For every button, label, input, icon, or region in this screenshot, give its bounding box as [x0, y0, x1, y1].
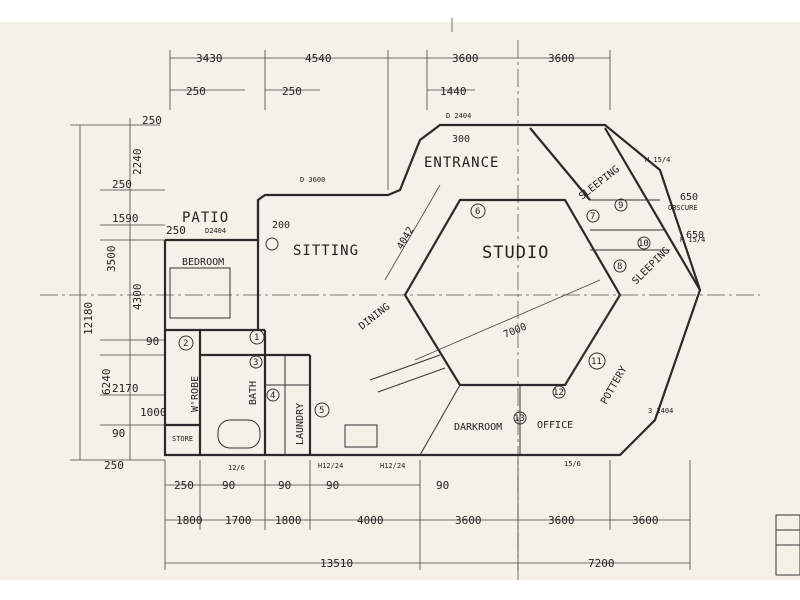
room-label-studio: STUDIO	[482, 243, 549, 263]
room-number-10: 10	[638, 239, 649, 249]
dim-bottom-90-b: 90	[278, 479, 291, 492]
room-label-store: STORE	[172, 435, 193, 443]
interior-walls	[165, 237, 446, 455]
dim-top-3430: 3430	[196, 52, 223, 65]
room-number-1: 1	[254, 333, 259, 343]
dim-bottom-7200: 7200	[588, 557, 615, 570]
opening-w126: 12/6	[228, 464, 245, 472]
dim-left-6240: 6240	[100, 369, 113, 396]
room-number-2: 2	[183, 339, 188, 349]
room-label-darkroom: DARKROOM	[454, 422, 502, 433]
room-label-pottery: POTTERY	[599, 364, 630, 406]
opening-h154-a: H 15/4	[645, 156, 670, 164]
dim-top-3600-a: 3600	[452, 52, 479, 65]
opening-d2404-right: 3 2404	[648, 407, 673, 415]
left-dimension-lines	[70, 118, 165, 461]
opening-h1224-b: H12/24	[380, 462, 405, 470]
room-label-entrance: ENTRANCE	[424, 155, 499, 171]
dim-bottom-90-c: 90	[326, 479, 339, 492]
dim-bottom-1700: 1700	[225, 514, 252, 527]
dim-bottom-3600-c: 3600	[632, 514, 659, 527]
opening-d2404-patio: D2404	[205, 227, 226, 235]
opening-h1224-a: H12/24	[318, 462, 343, 470]
dim-top-4540: 4540	[305, 52, 332, 65]
room-number-circles	[178, 198, 651, 425]
dim-left-250-c: 250	[166, 224, 186, 237]
room-label-obscure: OBSCURE	[668, 204, 698, 212]
dim-left-1000: 1000	[140, 406, 167, 419]
room-number-11: 11	[591, 357, 602, 367]
room-number-5: 5	[319, 406, 324, 416]
room-number-7: 7	[590, 212, 595, 222]
opening-300: 300	[452, 134, 470, 145]
exterior-walls	[163, 123, 702, 457]
top-dimension-lines	[169, 50, 611, 190]
room-label-office: OFFICE	[537, 420, 573, 431]
room-label-sitting: SITTING	[293, 243, 359, 259]
page-margin-top	[0, 0, 800, 22]
room-number-12: 12	[553, 388, 564, 398]
room-label-bath: BATH	[248, 381, 259, 405]
room-label-bedroom: BEDROOM	[182, 257, 224, 268]
opening-h154-b: H 15/4	[680, 236, 705, 244]
opening-w156: 15/6	[564, 460, 581, 468]
room-number-6: 6	[475, 207, 480, 217]
dim-top-250-a: 250	[186, 85, 206, 98]
dim-left-2170: 2170	[112, 382, 139, 395]
room-label-dining: DINING	[357, 301, 392, 332]
room-label-sleeping-lower: SLEEPING	[630, 245, 672, 287]
dim-bottom-90-a: 90	[222, 479, 235, 492]
bottom-dimension-lines	[164, 460, 691, 570]
room-number-3: 3	[253, 358, 258, 368]
dim-left-4300: 4300	[131, 284, 144, 311]
room-number-13: 13	[514, 414, 525, 424]
centre-lines	[40, 18, 760, 580]
dim-left-3500: 3500	[105, 246, 118, 273]
page-margin-bottom	[0, 580, 800, 600]
dim-bottom-1800-a: 1800	[176, 514, 203, 527]
dim-left-250-top: 250	[142, 114, 162, 127]
studio-hexagon	[403, 127, 701, 456]
dim-bottom-3600-a: 3600	[455, 514, 482, 527]
room-label-patio: PATIO	[182, 210, 229, 226]
dim-studio-7000: 7000	[502, 322, 528, 341]
studio-diagonal-line	[414, 279, 601, 361]
dim-top-3600-b: 3600	[548, 52, 575, 65]
room-label-wrobe: W'ROBE	[190, 376, 201, 412]
opening-d3600: D 3600	[300, 176, 325, 184]
room-number-4: 4	[270, 391, 275, 401]
dim-bottom-4000: 4000	[357, 514, 384, 527]
dim-left-total-12180: 12180	[82, 302, 95, 335]
dim-left-90-a: 90	[146, 335, 159, 348]
dim-left-90-b: 90	[112, 427, 125, 440]
dim-left-1590: 1590	[112, 212, 139, 225]
opening-200: 200	[272, 220, 290, 231]
dim-bottom-90-d: 90	[436, 479, 449, 492]
bed-symbol	[169, 267, 231, 319]
dim-left-250-b: 250	[112, 178, 132, 191]
room-label-sleeping-upper: SLEEPING	[577, 164, 622, 202]
dining-diagonal-line	[384, 184, 441, 281]
room-number-9: 9	[618, 201, 623, 211]
dim-right-650-b: 650	[686, 230, 704, 241]
room-label-laundry: LAUNDRY	[295, 403, 306, 445]
dim-bottom-3600-b: 3600	[548, 514, 575, 527]
dim-left-250-bottom: 250	[104, 459, 124, 472]
dim-right-650-a: 650	[680, 192, 698, 203]
dim-top-250-b: 250	[282, 85, 302, 98]
opening-d2404-top: D 2404	[446, 112, 471, 120]
dim-bottom-13510: 13510	[320, 557, 353, 570]
dim-top-1440: 1440	[440, 85, 467, 98]
dim-left-2240: 2240	[131, 149, 144, 176]
dim-bottom-1800-b: 1800	[275, 514, 302, 527]
dim-dining-4042: 4042	[395, 225, 417, 251]
dim-bottom-250: 250	[174, 479, 194, 492]
room-number-8: 8	[617, 262, 622, 272]
